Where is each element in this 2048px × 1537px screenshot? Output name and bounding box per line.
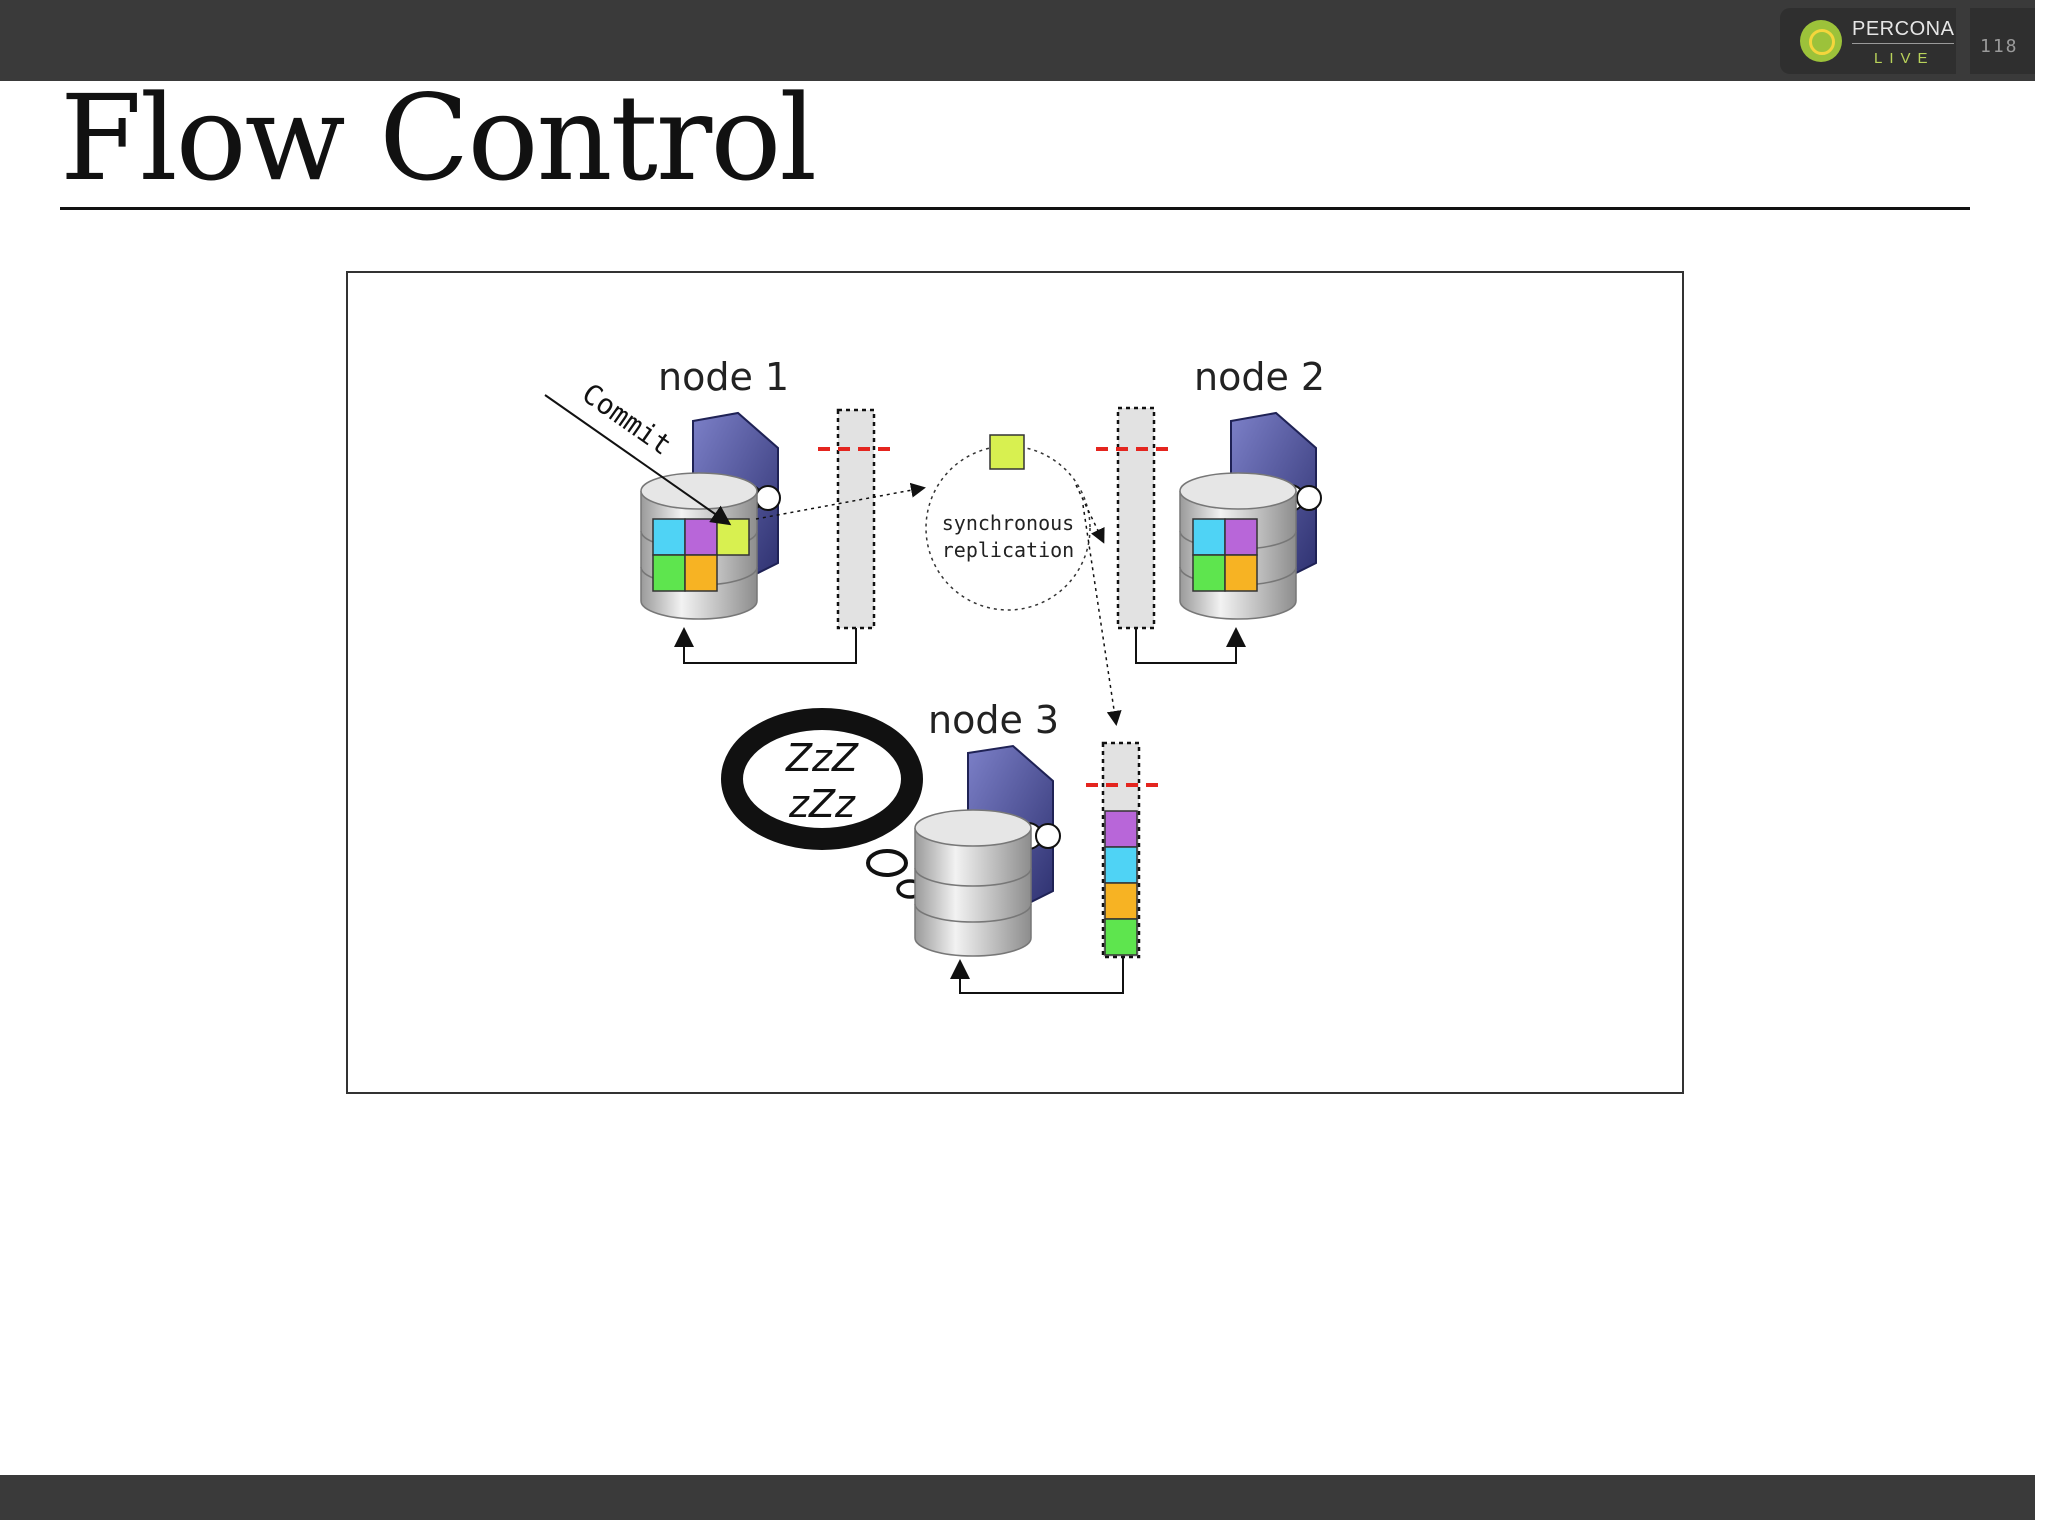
- top-bar: PERCONA LIVE 118: [0, 0, 2035, 81]
- node-2-writesets: [1192, 518, 1258, 592]
- diagram-canvas: node 1 Commit synchronous replicati: [544, 355, 1325, 994]
- sleep-text-line2: zZz: [788, 782, 856, 826]
- node-1-queue: [836, 408, 876, 630]
- node-1-writesets: [652, 518, 750, 592]
- commit-arrow: [544, 394, 732, 526]
- node-2-apply-arrow: [1135, 627, 1246, 664]
- replication-label-line2: replication: [942, 538, 1074, 562]
- node-3-queue: [1101, 741, 1141, 959]
- power-icon: [1800, 20, 1842, 62]
- replication-arrow-out: [755, 482, 926, 520]
- logo-text-live: LIVE: [1874, 50, 1935, 67]
- node-1-label: node 1: [658, 355, 789, 399]
- flow-control-diagram: node 1 Commit synchronous replicati: [346, 271, 1684, 1094]
- replication-arrow-node2: [1075, 484, 1105, 544]
- node-3-database: [914, 809, 1032, 957]
- replicating-writeset: [989, 434, 1025, 470]
- sleep-text-line1: ZzZ: [785, 736, 859, 780]
- node-2-label: node 2: [1194, 355, 1325, 399]
- replication-label-line1: synchronous: [942, 511, 1074, 535]
- slide-title: Flow Control: [60, 69, 817, 207]
- title-divider: [60, 207, 1970, 210]
- slide-number: 118: [1980, 36, 2019, 57]
- logo-text-percona: PERCONA: [1852, 18, 1955, 44]
- bottom-bar: [0, 1475, 2035, 1520]
- node-3-apply-arrow: [950, 957, 1124, 994]
- node-2-queue: [1116, 406, 1156, 630]
- sleep-bubble: [721, 708, 924, 899]
- node-1-apply-arrow: [674, 627, 857, 664]
- slide-number-box: [1970, 8, 2035, 74]
- percona-live-logo: PERCONA LIVE: [1780, 8, 1956, 74]
- node-3-label: node 3: [928, 698, 1059, 742]
- replication-arrow-node3: [1082, 504, 1122, 726]
